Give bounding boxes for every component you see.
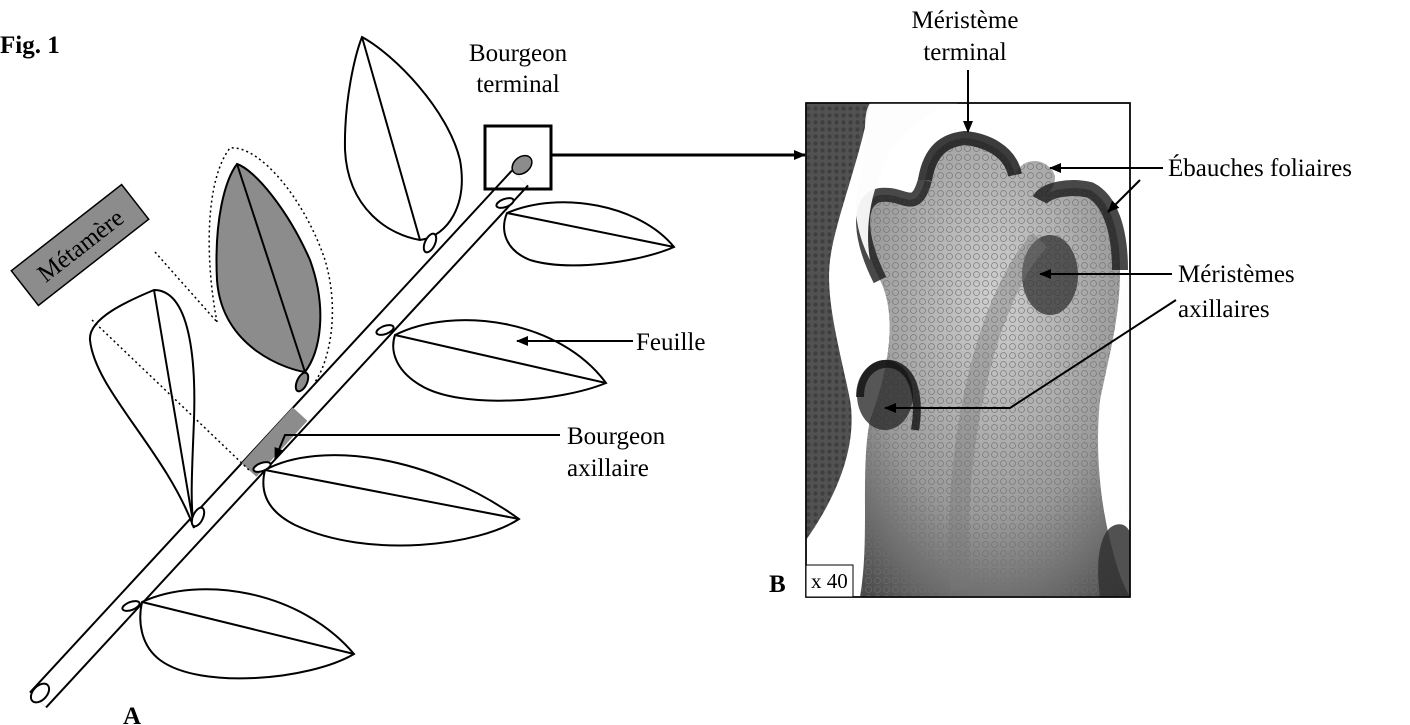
bourgeon-axillaire-label-line2: axillaire	[567, 455, 649, 482]
bourgeon-terminal-label-line2: terminal	[476, 71, 559, 98]
metamere-label: Métamère	[11, 185, 148, 306]
leaf	[393, 320, 606, 401]
meristemes-axillaires-label-line2: axillaires	[1178, 296, 1270, 323]
leaf	[140, 589, 354, 678]
meristeme-terminal-label-line1: Méristème	[912, 7, 1019, 34]
feuille-label: Feuille	[636, 329, 705, 356]
meristemes-axillaires-label-line1: Méristèmes	[1178, 261, 1295, 288]
bourgeon-terminal-label-line1: Bourgeon	[469, 40, 568, 67]
panel-a-label: A	[123, 703, 141, 725]
magnification-label: x 40	[811, 569, 848, 593]
leaf	[345, 37, 462, 240]
leaf-metamere	[217, 164, 321, 372]
bourgeon-axillaire-label-line1: Bourgeon	[567, 423, 666, 450]
leaf	[90, 290, 194, 528]
panel-b-label: B	[769, 571, 786, 598]
leaf	[504, 202, 674, 265]
figure-title: Fig. 1	[0, 32, 60, 59]
meristeme-terminal-label-line2: terminal	[923, 39, 1006, 66]
ebauches-foliaires-label: Ébauches foliaires	[1168, 154, 1352, 182]
micrograph: x 40	[806, 103, 1135, 597]
leaf	[263, 455, 519, 545]
